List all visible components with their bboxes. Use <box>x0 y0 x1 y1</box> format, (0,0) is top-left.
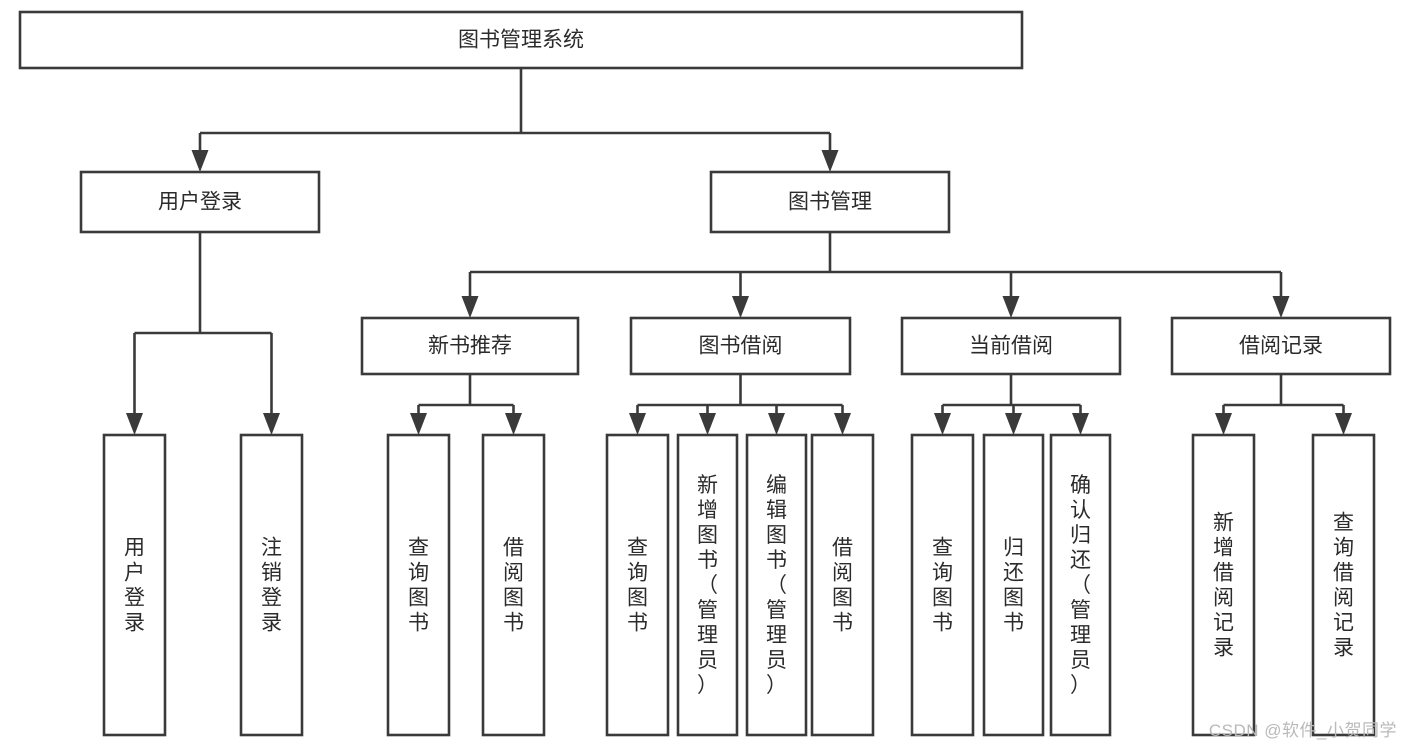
node-box[interactable] <box>239 433 304 737</box>
node-borrow-record[interactable]: 借阅记录 <box>1170 316 1392 376</box>
node-box[interactable] <box>745 433 808 737</box>
node-box[interactable] <box>79 170 321 234</box>
node-new-book-recommend[interactable]: 新书推荐 <box>360 316 580 376</box>
connector-borrow-record <box>1215 374 1352 435</box>
node-leaf-add-book-admin[interactable]: 新增图书（管理员） <box>676 433 739 737</box>
node-box[interactable] <box>982 433 1045 737</box>
node-label: 注销登录 <box>261 537 282 635</box>
node-box[interactable] <box>18 10 1024 70</box>
node-leaf-query-book-new[interactable]: 查询图书 <box>386 433 451 737</box>
node-leaf-query-book-borrow[interactable]: 查询图书 <box>605 433 670 737</box>
node-box[interactable] <box>1049 433 1112 737</box>
node-label: 图书管理 <box>788 191 872 214</box>
watermark-text: CSDN @软件_小贺同学 <box>1208 721 1397 740</box>
node-leaf-borrow-book-new[interactable]: 借阅图书 <box>481 433 546 737</box>
node-label: 新增借阅记录 <box>1213 512 1234 660</box>
connector-root <box>191 68 839 172</box>
node-box[interactable] <box>910 433 975 737</box>
node-label: 查询借阅记录 <box>1333 512 1354 660</box>
node-label: 借阅记录 <box>1239 335 1323 358</box>
node-label: 用户登录 <box>158 191 242 214</box>
node-leaf-query-borrow-record[interactable]: 查询借阅记录 <box>1311 433 1376 737</box>
node-root[interactable]: 图书管理系统 <box>18 10 1024 70</box>
node-label: 确认归还（管理员） <box>1070 474 1091 697</box>
node-label: 用户登录 <box>124 537 145 635</box>
node-box[interactable] <box>605 433 670 737</box>
node-leaf-borrow-book[interactable]: 借阅图书 <box>810 433 875 737</box>
node-box[interactable] <box>360 316 580 376</box>
node-label: 编辑图书（管理员） <box>766 474 787 697</box>
node-box[interactable] <box>810 433 875 737</box>
node-label: 查询图书 <box>627 537 648 635</box>
node-book-borrow[interactable]: 图书借阅 <box>629 316 852 376</box>
node-layer: 图书管理系统用户登录图书管理新书推荐图书借阅当前借阅借阅记录用户登录注销登录查询… <box>18 10 1392 737</box>
connector-layer <box>126 68 1352 435</box>
node-leaf-add-borrow-record[interactable]: 新增借阅记录 <box>1191 433 1256 737</box>
node-user-login[interactable]: 用户登录 <box>79 170 321 234</box>
connector-current-borrow <box>934 374 1089 435</box>
node-leaf-user-login[interactable]: 用户登录 <box>102 433 167 737</box>
node-label: 新书推荐 <box>428 335 512 358</box>
node-label: 归还图书 <box>1003 537 1024 635</box>
node-box[interactable] <box>1170 316 1392 376</box>
connector-book-borrow <box>629 374 851 435</box>
node-box[interactable] <box>481 433 546 737</box>
node-box[interactable] <box>676 433 739 737</box>
node-box[interactable] <box>386 433 451 737</box>
node-label: 查询图书 <box>932 537 953 635</box>
node-label: 图书管理系统 <box>458 29 584 52</box>
node-label: 新增图书（管理员） <box>697 474 718 697</box>
connector-new-book-recommend <box>410 374 522 435</box>
node-box[interactable] <box>629 316 852 376</box>
node-label: 借阅图书 <box>503 537 524 635</box>
node-label: 借阅图书 <box>832 537 853 635</box>
node-label: 图书借阅 <box>699 335 783 358</box>
node-book-management[interactable]: 图书管理 <box>709 170 951 234</box>
node-label: 当前借阅 <box>969 335 1053 358</box>
node-box[interactable] <box>900 316 1122 376</box>
node-leaf-confirm-return-admin[interactable]: 确认归还（管理员） <box>1049 433 1112 737</box>
node-box[interactable] <box>1311 433 1376 737</box>
node-box[interactable] <box>102 433 167 737</box>
node-label: 查询图书 <box>408 537 429 635</box>
node-leaf-logout-login[interactable]: 注销登录 <box>239 433 304 737</box>
node-box[interactable] <box>1191 433 1256 737</box>
node-box[interactable] <box>709 170 951 234</box>
connector-book-management <box>461 232 1290 318</box>
node-current-borrow[interactable]: 当前借阅 <box>900 316 1122 376</box>
node-leaf-edit-book-admin[interactable]: 编辑图书（管理员） <box>745 433 808 737</box>
node-leaf-return-book[interactable]: 归还图书 <box>982 433 1045 737</box>
connector-user-login <box>126 232 280 435</box>
node-leaf-query-book-current[interactable]: 查询图书 <box>910 433 975 737</box>
